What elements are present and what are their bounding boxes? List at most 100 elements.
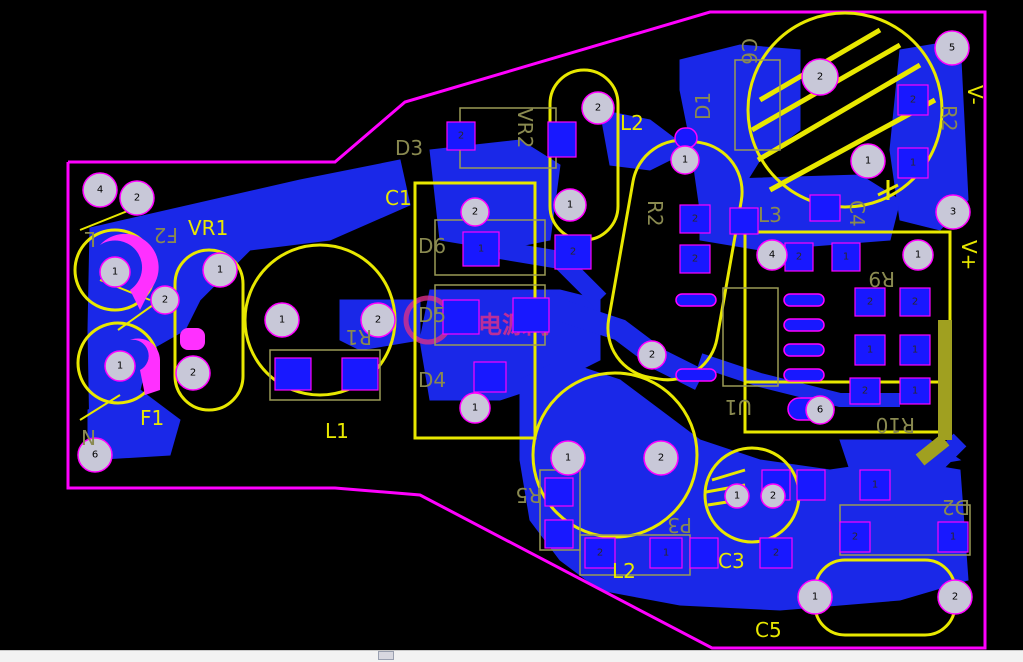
pad: 2	[937, 579, 973, 615]
smd-pad	[809, 194, 841, 222]
smd-pad	[544, 519, 574, 549]
label-r10: R10	[876, 413, 915, 437]
label-r5: R5	[515, 483, 542, 507]
u1-pad	[675, 368, 717, 382]
svg-text:1: 1	[565, 453, 571, 464]
label-l3: L3	[758, 203, 782, 227]
smd-pad	[679, 204, 711, 234]
board-outline	[66, 10, 987, 650]
svg-text:2: 2	[817, 72, 823, 83]
u1-pad	[675, 293, 717, 307]
r8-diag	[915, 434, 950, 466]
svg-text:2: 2	[595, 103, 601, 114]
svg-text:1: 1	[117, 361, 123, 372]
svg-text:2: 2	[472, 207, 478, 218]
fuse-pads	[100, 233, 205, 395]
silkscreen-outlines	[73, 11, 957, 637]
smd-pad	[729, 207, 759, 235]
svg-text:1: 1	[867, 345, 873, 356]
svg-text:1: 1	[915, 250, 921, 261]
smd-pad	[341, 357, 379, 391]
label-p3: P3	[667, 513, 692, 537]
label-d3: D3	[395, 136, 423, 160]
smd-pad	[859, 469, 891, 501]
u1-chip	[722, 287, 779, 387]
pad: 2	[460, 197, 490, 227]
label-vr2: VR2	[513, 108, 537, 148]
pad: 1	[264, 302, 300, 338]
label-c4: C4	[845, 200, 869, 227]
label-terminal-n: N	[81, 425, 96, 449]
pad: 2	[801, 58, 839, 96]
label-l1: L1	[325, 419, 349, 443]
l2-outline	[531, 371, 699, 539]
thru-pads: 4 2 1 2 1 6 1 2 1 2 2 1 2 1 1 2 1 2 2 1 …	[77, 30, 973, 615]
svg-text:2: 2	[692, 254, 698, 265]
pad: 3	[935, 194, 971, 230]
svg-text:2: 2	[134, 193, 140, 204]
u1-pad	[783, 343, 825, 357]
smd-pad	[759, 537, 793, 569]
pad: 2	[643, 440, 679, 476]
label-r1: R1	[345, 325, 372, 349]
svg-text:2: 2	[952, 592, 958, 603]
smd-pad	[839, 521, 871, 553]
designators-bottom: D3 D6 D5 D4 R1 VR2 F2 L N D1 C6 R2 L3 C4…	[81, 38, 970, 537]
designators-top: VR1 F1 L1 C1 L2 L2 C3 C5 V- V+	[140, 85, 987, 642]
pad: 2	[119, 180, 155, 216]
smd-pad	[584, 537, 616, 569]
c6-outline	[746, 11, 944, 209]
svg-text:2: 2	[649, 350, 655, 361]
label-c1: C1	[385, 186, 412, 210]
pad: 2	[360, 302, 396, 338]
smd-pad	[446, 121, 476, 151]
svg-text:1: 1	[567, 200, 573, 211]
svg-text:3: 3	[950, 207, 956, 218]
pad: 1	[797, 579, 833, 615]
scrollbar-thumb[interactable]	[378, 651, 394, 660]
pad: 4	[82, 172, 118, 208]
status-bar	[0, 650, 1023, 662]
terminal-n-lead	[79, 394, 121, 421]
svg-text:6: 6	[817, 405, 823, 416]
label-d1: D1	[691, 92, 715, 120]
svg-text:2: 2	[162, 295, 168, 306]
svg-text:2: 2	[597, 548, 603, 559]
label-c5: C5	[755, 618, 782, 642]
pad: 2	[760, 483, 786, 509]
svg-text:2: 2	[770, 491, 776, 502]
f1-pad-shape	[130, 338, 160, 395]
label-l2-bottom: L2	[612, 559, 636, 583]
pad: 2	[175, 355, 211, 391]
svg-text:1: 1	[912, 345, 918, 356]
pad: 1	[850, 143, 886, 179]
c6-plus	[877, 180, 899, 200]
smd-pad	[473, 361, 507, 393]
svg-text:1: 1	[112, 267, 118, 278]
smd-pad	[512, 297, 550, 333]
smd-pad	[649, 537, 683, 569]
pad: 1	[902, 239, 934, 271]
top-oval-pad	[674, 127, 698, 149]
svg-text:5: 5	[949, 43, 955, 54]
svg-text:1: 1	[682, 155, 688, 166]
label-u1: U1	[725, 395, 752, 419]
smd-pad	[849, 377, 881, 405]
smd-pad	[274, 357, 312, 391]
label-d4: D4	[418, 368, 446, 392]
label-d2: D2	[942, 495, 970, 519]
label-d5: D5	[418, 303, 446, 327]
svg-text:1: 1	[812, 592, 818, 603]
label-r2: R2	[937, 105, 961, 132]
d1-outline	[734, 59, 781, 151]
svg-text:2: 2	[852, 532, 858, 543]
label-c3: C3	[718, 549, 745, 573]
smd-pad	[544, 477, 574, 507]
svg-text:2: 2	[658, 453, 664, 464]
label-l2-top: L2	[620, 111, 644, 135]
smd-pads	[274, 84, 969, 569]
svg-text:1: 1	[734, 491, 740, 502]
svg-text:2: 2	[910, 95, 916, 106]
pad: 2	[637, 340, 667, 370]
u1-pad	[783, 318, 825, 332]
